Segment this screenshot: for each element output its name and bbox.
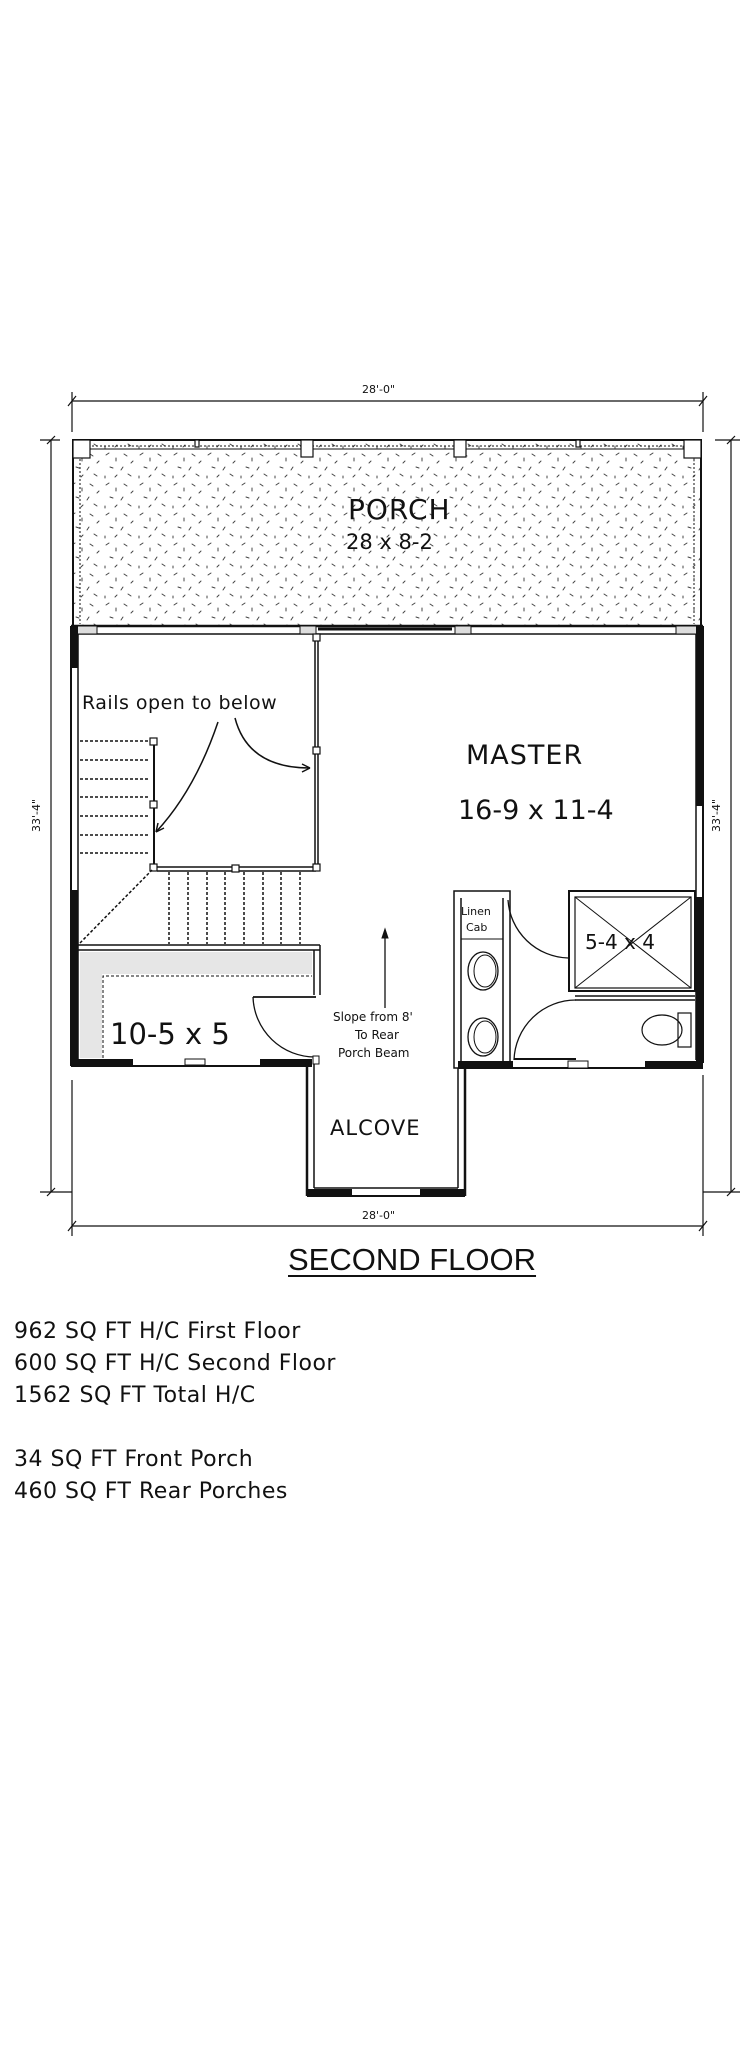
slope-note-3: Porch Beam (338, 1046, 410, 1060)
top-dimension-label: 28'-0" (362, 383, 396, 396)
master-size: 16-9 x 11-4 (458, 795, 614, 826)
plan-title: SECOND FLOOR (288, 1242, 537, 1277)
linen-label-1: Linen (461, 905, 491, 918)
stat-total: 1562 SQ FT Total H/C (14, 1383, 256, 1408)
stat-rear-porches: 460 SQ FT Rear Porches (14, 1479, 288, 1504)
stair-railing (79, 633, 321, 944)
side-dimensions (40, 435, 740, 1197)
closet-size: 10-5 x 5 (110, 1017, 230, 1051)
top-dimension (67, 392, 708, 432)
closet (78, 944, 321, 1065)
slope-note-1: Slope from 8' (333, 1010, 413, 1024)
porch-size: 28 x 8-2 (346, 530, 433, 554)
right-dimension-label: 33'-4" (710, 798, 724, 833)
stat-front-porch: 34 SQ FT Front Porch (14, 1447, 254, 1472)
left-dimension-label: 33'-4" (30, 798, 44, 833)
stats-spacer (14, 1412, 336, 1444)
bottom-dimension (67, 1075, 708, 1236)
porch-area (72, 439, 702, 627)
shower-size: 5-4 x 4 (585, 930, 655, 954)
rails-note: Rails open to below (82, 692, 278, 714)
slope-arrow (381, 927, 389, 1008)
slope-note-2: To Rear (355, 1028, 399, 1042)
linen-label-2: Cab (466, 921, 488, 934)
alcove-label: ALCOVE (330, 1116, 421, 1140)
master-label: MASTER (466, 740, 584, 771)
porch-label: PORCH (348, 493, 451, 526)
floor-plan-drawing (40, 392, 740, 1236)
area-stats: 962 SQ FT H/C First Floor 600 SQ FT H/C … (14, 1316, 336, 1508)
bath (453, 890, 696, 1069)
stat-first-floor: 962 SQ FT H/C First Floor (14, 1319, 301, 1344)
bottom-dimension-label: 28'-0" (362, 1209, 396, 1222)
stat-second-floor: 600 SQ FT H/C Second Floor (14, 1351, 336, 1376)
